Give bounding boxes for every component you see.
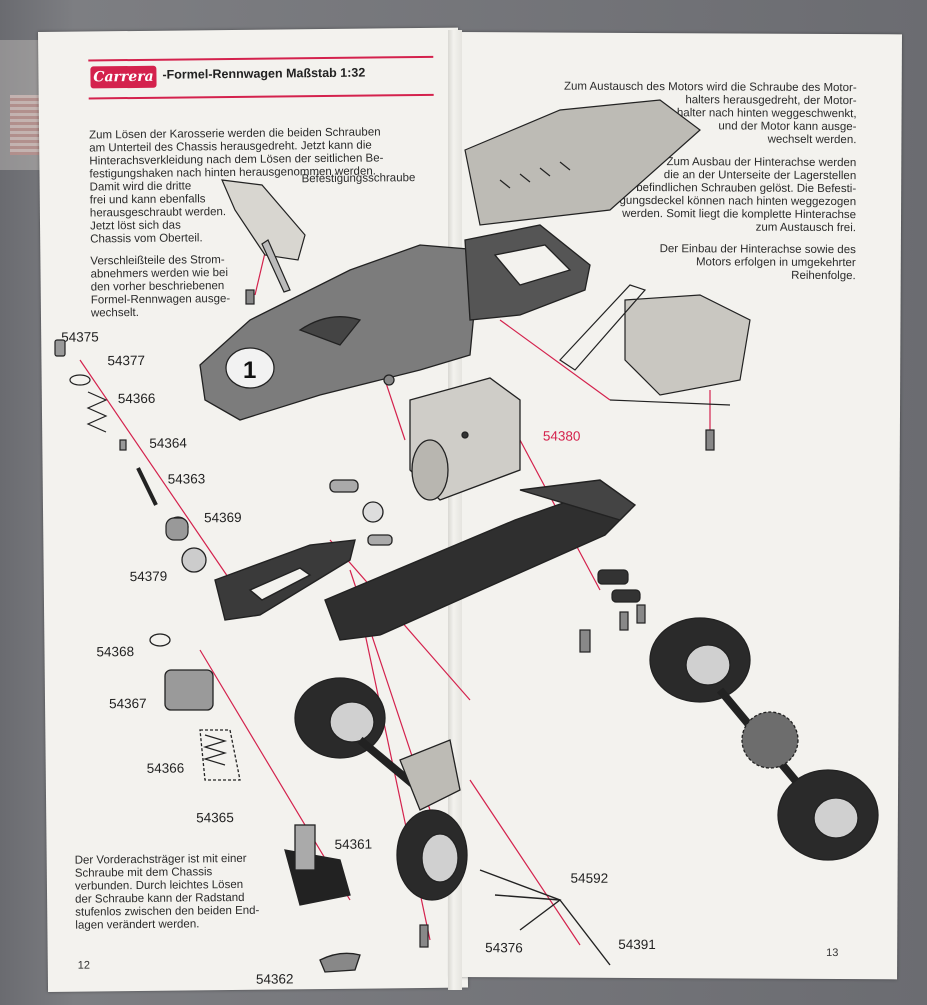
front-axle-illustration: [294, 677, 468, 901]
fork-illustration: [479, 869, 611, 966]
motor-detail-illustration: [464, 99, 701, 226]
guide-spring-illustration: [329, 479, 393, 546]
lower-chassis-illustration: [214, 479, 637, 641]
chassis-frame-illustration: [464, 224, 591, 321]
screws-illustration: [419, 429, 715, 948]
rear-holder-illustration: [559, 284, 751, 406]
screw-bracket-illustration: [221, 179, 306, 305]
motor-illustration: [409, 377, 521, 501]
svg-text:1: 1: [243, 357, 256, 384]
car-body-illustration: 1: [199, 244, 481, 421]
rear-axle-illustration: [649, 617, 879, 861]
small-parts-illustration: [54, 339, 228, 766]
